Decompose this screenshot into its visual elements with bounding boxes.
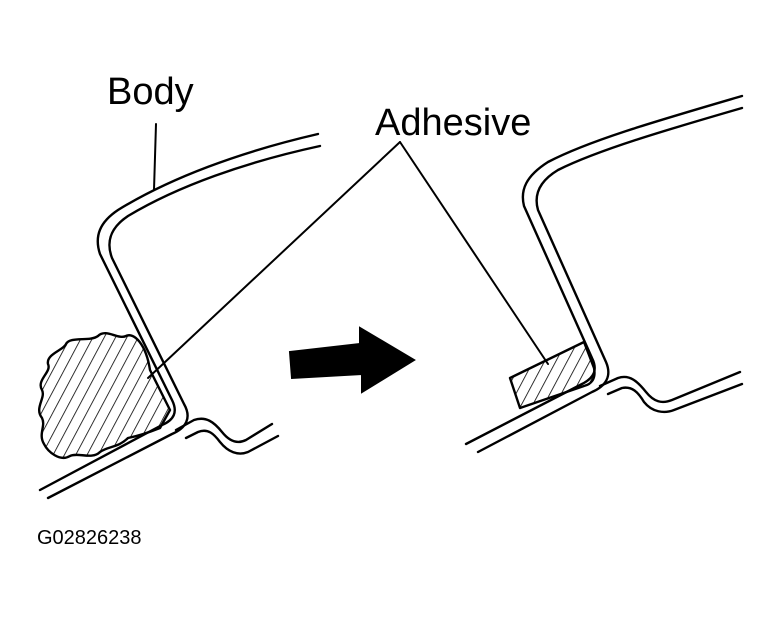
left-pinch-flange (174, 417, 274, 444)
left-pinch-flange-lower (184, 429, 280, 455)
right-pinch-flange (598, 370, 742, 404)
left-body-outer (38, 132, 320, 492)
adhesive-label: Adhesive (375, 102, 532, 144)
adhesive-leader-line-right (399, 141, 549, 365)
left-body-inner (46, 144, 322, 500)
right-body-outer (464, 94, 744, 446)
arrow-icon (288, 326, 416, 394)
old-adhesive-bead (37, 331, 172, 459)
right-pinch-flange-lower (606, 382, 744, 414)
body-label: Body (107, 71, 194, 113)
figure-id: G02826238 (37, 527, 142, 549)
after-assembly (464, 94, 744, 454)
adhesive-leader-line-left (147, 141, 401, 379)
right-body-inner (476, 106, 744, 454)
body-leader-line (153, 123, 157, 191)
before-assembly (37, 132, 322, 500)
